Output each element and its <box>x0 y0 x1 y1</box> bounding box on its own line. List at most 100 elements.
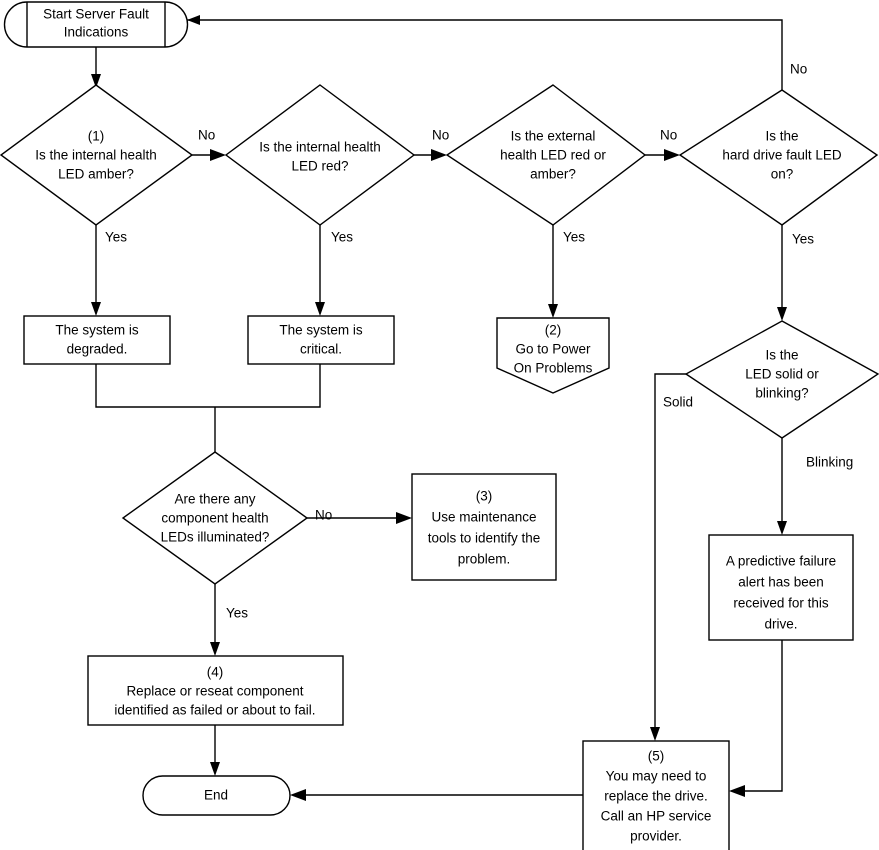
arrowhead-q6-maintenance <box>396 512 412 524</box>
q5-label-line2: LED solid or <box>745 367 819 382</box>
node-go-to-power-on-problems[interactable]: (2) Go to Power On Problems <box>496 317 610 394</box>
connector-layer <box>91 15 787 801</box>
degraded-label-line2: degraded. <box>67 342 128 357</box>
arrowhead-q6-replace <box>210 642 220 656</box>
predictive-label-line3: received for this <box>733 596 829 611</box>
node-end[interactable]: End <box>142 775 291 816</box>
edge-label-q2-no: No <box>432 128 449 143</box>
edge-q4-no-to-start <box>187 19 783 90</box>
q6-label-line2: component health <box>161 511 268 526</box>
edge-label-q5-solid: Solid <box>663 395 693 410</box>
node-system-degraded[interactable]: The system is degraded. <box>23 315 171 365</box>
node-q2-internal-red[interactable]: Is the internal health LED red? <box>224 84 416 226</box>
q3-label-line1: Is the external <box>511 129 596 144</box>
power-on-label-line1: (2) <box>545 323 562 338</box>
q6-decision-shape <box>121 451 309 585</box>
edge-label-q4-yes: Yes <box>792 232 814 247</box>
edge-label-q5-blinking: Blinking <box>806 455 853 470</box>
node-q6-component-health-leds[interactable]: Are there any component health LEDs illu… <box>121 451 309 585</box>
end-terminator-shape <box>142 775 291 816</box>
replace-component-label-line3: identified as failed or about to fail. <box>114 703 315 718</box>
maintenance-box-shape <box>411 473 557 581</box>
edge-label-q1-yes: Yes <box>105 230 127 245</box>
critical-label-line1: The system is <box>279 323 363 338</box>
replace-drive-label-line1: (5) <box>648 749 665 764</box>
q2-label-line2: LED red? <box>291 159 348 174</box>
q5-decision-shape <box>684 320 879 439</box>
q6-label-line1: Are there any <box>174 492 255 507</box>
node-predictive-failure-alert[interactable]: A predictive failure alert has been rece… <box>708 534 854 641</box>
replace-component-box-shape <box>87 655 344 726</box>
q3-label-line3: amber? <box>530 167 576 182</box>
power-on-pentagon-shape <box>496 317 610 394</box>
arrowhead-q2-critical <box>315 302 325 316</box>
power-on-label-line2: Go to Power <box>515 342 591 357</box>
node-replace-drive-call-hp[interactable]: (5) You may need to replace the drive. C… <box>582 740 730 850</box>
replace-drive-label-line2: You may need to <box>606 769 707 784</box>
maintenance-label-line2: Use maintenance <box>431 510 536 525</box>
edge-label-q4-no: No <box>790 62 807 77</box>
arrowhead-to-start <box>187 15 200 25</box>
node-start[interactable]: Start Server Fault Indications <box>3 1 189 48</box>
edge-predictive-to-replace-drive <box>744 640 783 792</box>
predictive-label-line4: drive. <box>764 617 797 632</box>
q5-label-line1: Is the <box>765 348 798 363</box>
critical-label-line2: critical. <box>300 342 342 357</box>
q4-label-line2: hard drive fault LED <box>722 148 842 163</box>
q4-decision-shape <box>678 89 879 226</box>
arrowhead-solid-replacedrive <box>650 727 660 741</box>
maintenance-label-line4: problem. <box>458 552 511 567</box>
arrowhead-q3-q4 <box>664 149 680 161</box>
node-system-critical[interactable]: The system is critical. <box>247 315 395 365</box>
maintenance-label-line3: tools to identify the <box>428 531 541 546</box>
q2-decision-shape <box>224 84 416 226</box>
q4-label-line1: Is the <box>765 129 798 144</box>
replace-drive-label-line5: provider. <box>630 829 682 844</box>
q1-decision-shape <box>0 84 194 226</box>
replace-drive-label-line3: replace the drive. <box>604 789 708 804</box>
power-on-label-line3: On Problems <box>514 361 593 376</box>
replace-drive-box-shape <box>582 740 730 850</box>
arrowhead-q3-poweron <box>548 304 558 318</box>
replace-component-label-line1: (4) <box>207 665 224 680</box>
node-q1-internal-amber[interactable]: (1) Is the internal health LED amber? <box>0 84 194 226</box>
edge-label-layer: No Yes No Yes No Yes No Yes Solid Blinki… <box>105 62 853 621</box>
degraded-box-shape <box>23 315 171 365</box>
predictive-box-shape <box>708 534 854 641</box>
edge-merge-degraded-critical <box>95 364 321 408</box>
edge-label-q1-no: No <box>198 128 215 143</box>
critical-box-shape <box>247 315 395 365</box>
maintenance-label-line1: (3) <box>476 489 493 504</box>
degraded-label-line1: The system is <box>55 323 139 338</box>
node-q3-external-health[interactable]: Is the external health LED red or amber? <box>445 84 647 226</box>
q2-label-line1: Is the internal health <box>259 140 381 155</box>
arrowhead-predictive-replacedrive <box>729 785 745 797</box>
arrowhead-replace-end <box>210 762 220 776</box>
node-q5-led-solid-or-blinking[interactable]: Is the LED solid or blinking? <box>684 320 879 439</box>
q1-label-line1: (1) <box>88 129 105 144</box>
node-use-maintenance-tools[interactable]: (3) Use maintenance tools to identify th… <box>411 473 557 581</box>
arrowhead-q1-q2 <box>210 149 226 161</box>
start-label-line2: Indications <box>64 25 129 40</box>
edge-label-q3-yes: Yes <box>563 230 585 245</box>
edge-label-q6-yes: Yes <box>226 606 248 621</box>
replace-drive-label-line4: Call an HP service <box>601 809 712 824</box>
edge-label-q2-yes: Yes <box>331 230 353 245</box>
predictive-label-line1: A predictive failure <box>726 554 836 569</box>
start-label-line1: Start Server Fault <box>43 7 149 22</box>
arrowhead-q4-q5 <box>777 307 787 321</box>
node-q4-hard-drive-fault[interactable]: Is the hard drive fault LED on? <box>678 89 879 226</box>
arrowhead-blinking-predictive <box>777 521 787 535</box>
edge-label-q3-no: No <box>660 128 677 143</box>
arrowhead-replacedrive-end <box>290 789 306 801</box>
node-replace-reseat-component[interactable]: (4) Replace or reseat component identifi… <box>87 655 344 726</box>
q3-decision-shape <box>445 84 647 226</box>
q6-label-line3: LEDs illuminated? <box>161 530 270 545</box>
q1-label-line2: Is the internal health <box>35 148 157 163</box>
end-label: End <box>204 788 228 803</box>
q3-label-line2: health LED red or <box>500 148 606 163</box>
q1-label-line3: LED amber? <box>58 167 134 182</box>
edge-label-q6-no: No <box>315 508 332 523</box>
